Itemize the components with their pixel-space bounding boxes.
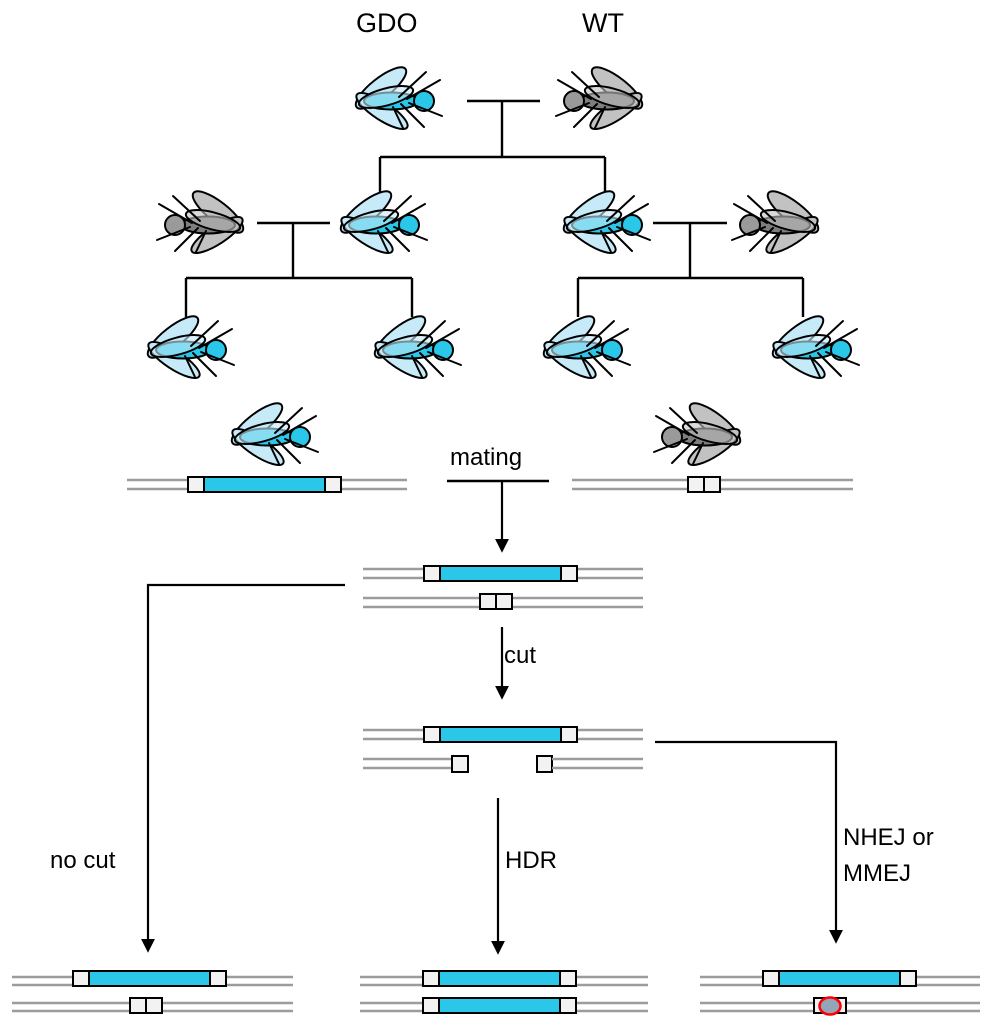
mating-section: mating xyxy=(127,396,853,553)
outcome-gd-chromosome-bottom xyxy=(360,997,648,1014)
gene-drive-cassette xyxy=(187,476,342,493)
gene-drive-cassette xyxy=(72,970,227,987)
no-cut-outcome xyxy=(12,970,293,1014)
f1-left-cross-lines xyxy=(184,221,414,317)
cut-wt-chromosome-broken xyxy=(363,755,643,773)
gdo-label: GDO xyxy=(356,8,418,38)
f1-left-gdo-fly-icon xyxy=(334,184,428,260)
wt-parent-fly-icon xyxy=(555,60,649,136)
gene-drive-cassette xyxy=(423,726,578,743)
wt-gamete-fly-icon xyxy=(653,396,747,472)
outcome-wt-chromosome xyxy=(12,997,293,1014)
gene-drive-cassette xyxy=(762,970,917,987)
outcome-gd-chromosome-top xyxy=(360,970,648,987)
mating-label: mating xyxy=(450,444,522,471)
no-cut-arrow xyxy=(141,583,345,953)
hdr-outcome xyxy=(360,970,648,1014)
wild-type-locus xyxy=(479,593,513,610)
heterozygote-genotype xyxy=(363,565,643,610)
f1-left-wt-fly-icon xyxy=(156,184,250,260)
f2-fly-3-icon xyxy=(537,309,631,385)
gdo-gamete-fly-icon xyxy=(225,396,319,472)
no-cut-label: no cut xyxy=(50,847,116,874)
gene-drive-cassette xyxy=(423,565,578,582)
hdr-label: HDR xyxy=(505,847,557,874)
f1-right-cross-lines xyxy=(576,221,805,317)
outcome-gd-chromosome xyxy=(12,970,293,987)
cut-label: cut xyxy=(504,642,536,669)
f2-fly-4-icon xyxy=(766,309,860,385)
gdo-gamete-chromosome xyxy=(127,476,407,493)
parental-cross-lines xyxy=(378,99,607,196)
f2-fly-1-icon xyxy=(141,309,235,385)
nhej-arrow xyxy=(655,740,843,944)
wt-label: WT xyxy=(582,8,624,38)
f2-fly-2-icon xyxy=(368,309,462,385)
pedigree-section: GDO WT xyxy=(141,8,860,385)
indel-marker-icon xyxy=(818,996,842,1016)
cut-gd-chromosome xyxy=(363,726,643,743)
heterozygote-gd-chromosome xyxy=(363,565,643,582)
f1-right-gdo-fly-icon xyxy=(557,184,651,260)
gdo-parent-fly-icon xyxy=(349,60,443,136)
outcome-indel-chromosome xyxy=(700,996,980,1016)
broken-end-left-box xyxy=(451,755,469,773)
cut-genotype xyxy=(363,726,643,773)
nhej-outcome xyxy=(700,970,980,1016)
gene-drive-cassette xyxy=(422,997,577,1014)
wild-type-locus xyxy=(687,476,721,493)
outcome-gd-chromosome xyxy=(700,970,980,987)
broken-end-right-box xyxy=(536,755,553,773)
heterozygote-wt-chromosome xyxy=(363,593,643,610)
gene-drive-cassette xyxy=(422,970,577,987)
f1-right-wt-fly-icon xyxy=(731,184,825,260)
nhej-label-line1: NHEJ or xyxy=(843,824,934,851)
wild-type-locus xyxy=(129,997,163,1014)
wt-gamete-chromosome xyxy=(572,476,853,493)
f2-generation xyxy=(141,309,860,385)
nhej-label-line2: MMEJ xyxy=(843,860,911,887)
